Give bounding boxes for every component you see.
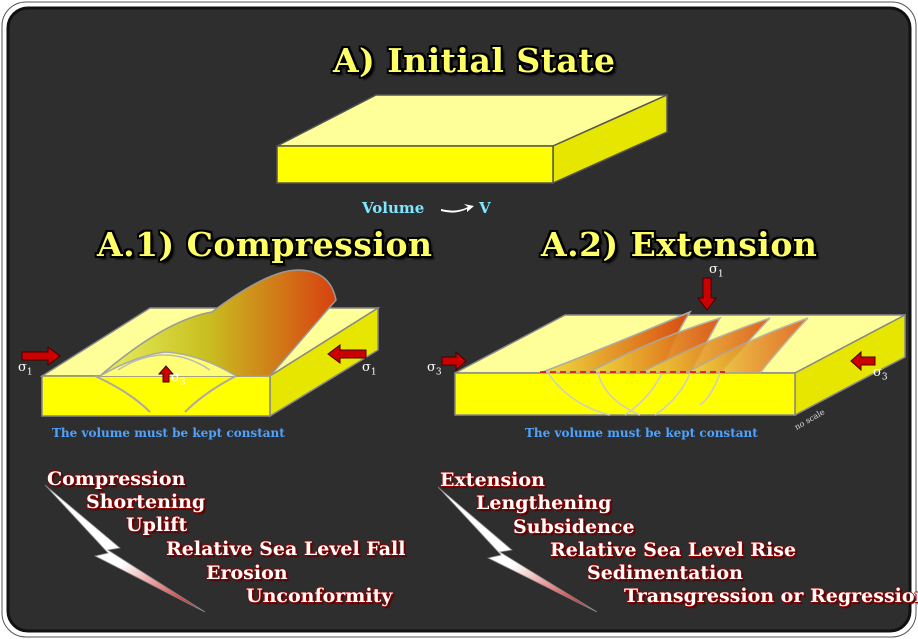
compression-step-2: Shortening [86,491,206,513]
extension-step-3: Subsidence [513,516,635,538]
extension-step-2: Lengthening [476,492,612,514]
note-extension: The volume must be kept constant [525,426,758,440]
sigma1-left-arrow [21,346,61,366]
compression-step-6: Unconformity [246,585,393,607]
sigma3-left-label: σ3 [427,360,442,378]
volume-label: Volume [362,199,425,217]
compression-bolt [44,484,206,613]
sigma3-left-arrow [441,350,467,372]
compression-block [39,269,381,418]
sigma1-right-label: σ1 [362,360,377,378]
sigma1-down-arrow [697,277,717,311]
sigma1-right-arrow [327,344,367,364]
sigma3-right-arrow [850,350,876,372]
sigma3-up-arrow [157,365,175,383]
compression-step-3: Uplift [126,514,188,536]
title-extension: A.2) Extension [541,225,818,264]
extension-step-4: Relative Sea Level Rise [550,539,797,561]
initial-slab [276,93,668,185]
sigma3-center-label: σ3 [171,370,186,388]
extension-bolt [437,486,598,613]
sigma1-top-label: σ1 [709,262,724,280]
title-initial-state: A) Initial State [333,41,616,80]
background-panel [6,6,912,633]
compression-step-1: Compression [47,468,186,490]
extension-step-6: Transgression or Regression [624,585,918,607]
extension-block [454,310,906,417]
note-compression: The volume must be kept constant [52,426,285,440]
compression-step-4: Relative Sea Level Fall [166,538,406,560]
sigma1-left-label: σ1 [18,360,33,378]
extension-step-1: Extension [440,469,545,491]
volume-symbol: V [479,199,491,217]
extension-step-5: Sedimentation [587,562,743,584]
compression-step-5: Erosion [206,562,288,584]
title-compression: A.1) Compression [97,225,433,264]
volume-arrow [441,204,474,213]
sigma3-right-label: σ3 [873,365,888,383]
